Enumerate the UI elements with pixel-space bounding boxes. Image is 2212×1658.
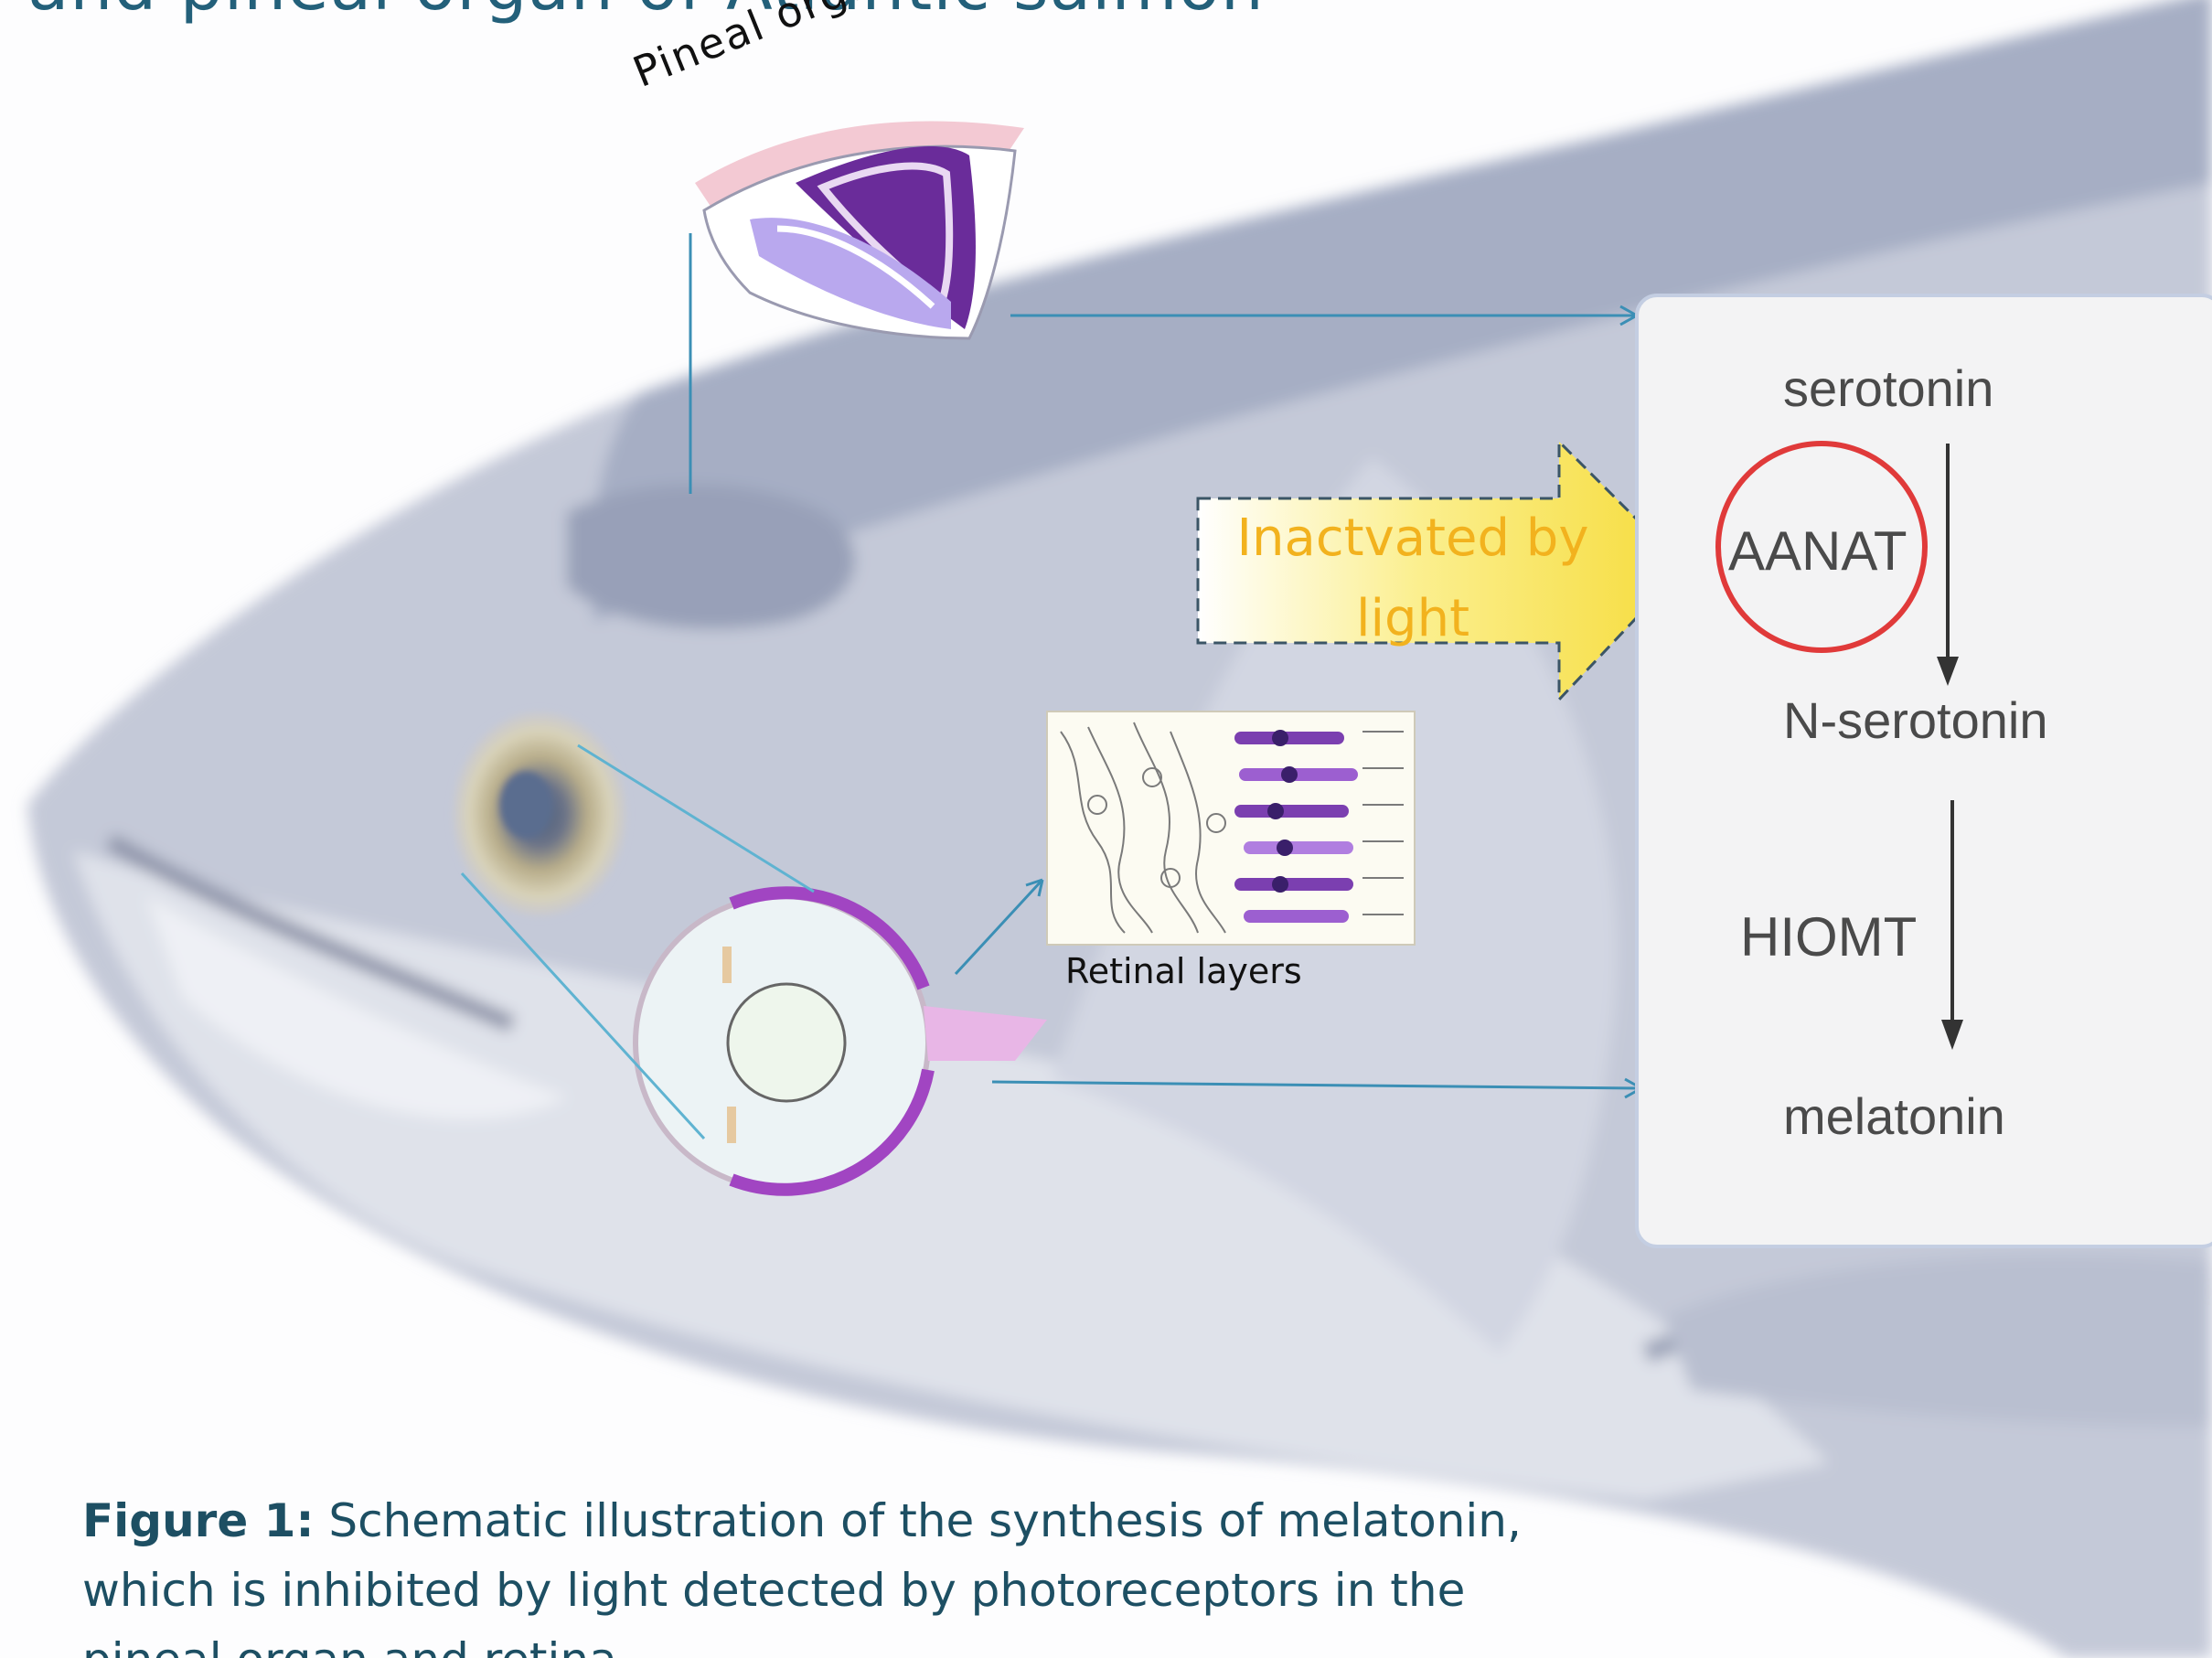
inactivated-by-light-label: Inactvated by light (1198, 498, 1628, 659)
figure-title: and pineal organ of Atlantic salmon (27, 0, 1265, 26)
n-serotonin-label: N-serotonin (1783, 690, 2047, 750)
inactivated-label-line2: light (1198, 579, 1628, 659)
aanat-enzyme-label: AANAT (1728, 519, 1907, 583)
retinal-layers-illustration (1047, 711, 1415, 945)
hiomt-enzyme-label: HIOMT (1740, 905, 1917, 968)
retinal-layers-label: Retinal layers (1065, 951, 1302, 991)
salmon-eye (453, 711, 626, 916)
caption-figure-label: Figure 1: (82, 1494, 314, 1547)
melatonin-label: melatonin (1783, 1086, 2005, 1146)
inactivated-label-line1: Inactvated by (1198, 498, 1628, 579)
figure-caption: Figure 1: Schematic illustration of the … (82, 1486, 1564, 1658)
serotonin-label: serotonin (1783, 358, 1993, 418)
